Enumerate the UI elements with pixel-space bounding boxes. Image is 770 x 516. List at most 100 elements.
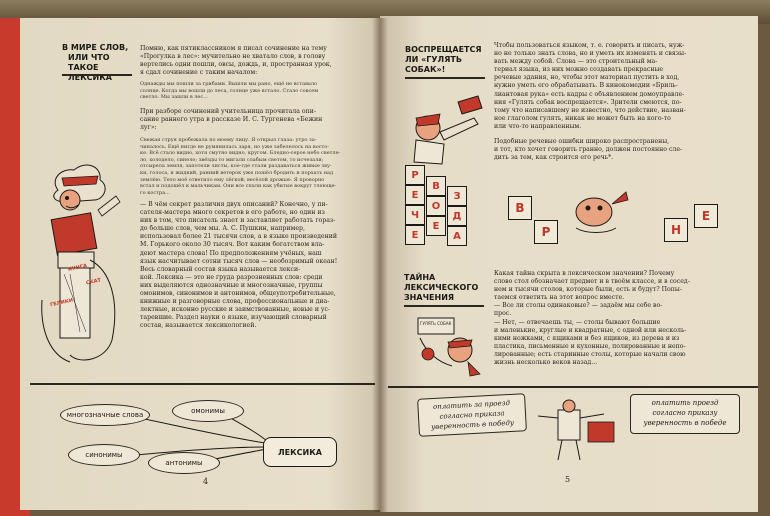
text-line: речевые здания, но, чтобы этот материал … [494, 74, 680, 82]
text-line: них в том, что писатель знает и заставля… [140, 217, 336, 225]
text-line: пластика, письменные и кухонные, полиров… [494, 342, 686, 350]
text-line: язык насчитывает сотни тысяч слов — необ… [140, 257, 338, 265]
text-line: встал и подошёл к мальчикам. Они все спа… [140, 183, 337, 190]
text-line: омонимов, синонимов и антонимов, общеупо… [140, 290, 336, 298]
text-line: Помню, как пятиклассником я писал сочине… [140, 45, 327, 52]
letter-cube: Е [694, 204, 718, 228]
text-line: ке. Всё стало видно, хотя смутно видно, … [140, 150, 341, 157]
text-line: я сдал сочинение с таким началом: [140, 69, 258, 77]
text-line: ло, холодело, синело; звёзды то мигали с… [140, 156, 324, 163]
text-line: «Прогулка в лес»: мучительно не хватало … [140, 53, 326, 61]
heading-line: ЛИ «ГУЛЯТЬ [405, 55, 462, 64]
oval-synonyms: синонимы [68, 444, 140, 466]
text-line: Чтобы пользоваться языком, т. е. говорит… [494, 42, 685, 49]
heading-underline [404, 305, 484, 307]
text-line: Однажды мы пошли за грибами. Вышли мы ра… [140, 81, 318, 87]
oval-antonyms: антонимы [148, 452, 220, 474]
man-with-sign-illustration [417, 317, 481, 377]
scroll-incorrect: оплатить за проезд согласно приказа увер… [417, 393, 527, 437]
text-line: — Все ли столы одинаковые? — задаём мы с… [494, 302, 663, 310]
text-line: землёю. Тело моё ответило ему лёгкой, ве… [140, 176, 325, 183]
text-line: вертелись одни пошли, овсы, дождь, и, пр… [140, 61, 332, 69]
letter-block: Ч [405, 205, 425, 225]
letter-block: О [426, 196, 446, 216]
letter-block: Е [405, 225, 425, 245]
letter-cube: Н [664, 218, 688, 242]
text-line: нем и тысячи столов, которые были, есть … [494, 286, 682, 294]
right-para2: Подобные речевые ошибки широко распростр… [494, 138, 682, 162]
text-line: лированные; есть старинные столы, которы… [494, 350, 686, 358]
text-line: тому что написавшему не известно, что де… [494, 106, 686, 114]
text-line: жизнь несколько веков назад... [494, 359, 598, 367]
text-line: светло. Мы зашли в лес... [140, 94, 208, 101]
text-line: Подобные речевые ошибки широко распростр… [494, 138, 670, 145]
text-line: или что-то направленным. [494, 122, 582, 130]
text-line: териал языка, из них можно создавать пре… [494, 66, 664, 74]
text-line: ния «Гулять собак воспрещается». Зрители… [494, 98, 682, 106]
text-line: лектные, исконно русские и заимствованны… [140, 306, 331, 314]
text-line: и маленькие, круглые и квадратные, с одн… [494, 326, 687, 334]
letter-cube: Р [534, 220, 558, 244]
boy-with-books-illustration [41, 164, 121, 363]
text-line: кими ножками, с ящиками и без ящиков, из… [494, 334, 680, 342]
text-line: них выделяются однозначные и многозначны… [140, 281, 323, 289]
left-para1: При разборе сочинений учительница прочит… [140, 108, 322, 132]
diagram-top-line [30, 383, 375, 385]
letter-cube: В [508, 196, 532, 220]
text-line: дить за тем, как строится его речь*. [494, 154, 614, 162]
sign-text: ГУЛЯТЬ СОБАК [420, 321, 452, 326]
right-heading2: ТАЙНА ЛЕКСИЧЕСКОГО ЗНАЧЕНИЯ [404, 273, 484, 303]
oval-homonyms: омонимы [172, 400, 244, 422]
scroll-line: согласно приказу [652, 409, 718, 417]
left-quote2: Свежая струя пробежала по моему лицу. Я … [140, 137, 340, 196]
heading-line: В МИРЕ СЛОВ, [62, 43, 129, 52]
scroll-line: оплатить проезд [651, 399, 719, 407]
men-holding-scrolls-illustration [537, 399, 615, 461]
text-line: Какая тайна скрыта в лексическом значени… [494, 270, 675, 277]
text-line: книжные и разговорные слова, профессиона… [140, 298, 330, 306]
text-line: го костра... [140, 189, 170, 196]
text-line: и тот, кто хочет говорить гранно, должен… [494, 146, 683, 154]
text-line: Свежая струя пробежала по моему лицу. Я … [140, 137, 317, 143]
left-intro: Помню, как пятиклассником я писал сочине… [140, 45, 332, 77]
text-line: чиналось. Ещё нигде не румянилась заря, … [140, 143, 329, 150]
cat-illustration [575, 191, 629, 233]
text-line: кой. Лексика — это не груда разрозненных… [140, 273, 323, 281]
page-number-left: 4 [203, 477, 209, 486]
left-quote1: Однажды мы пошли за грибами. Вышли мы ра… [140, 81, 318, 101]
text-line: — В чём секрет различия двух описаний? К… [140, 201, 328, 208]
oval-polysemous: многозначные слова [60, 404, 150, 426]
heading-line: ИЛИ ЧТО ТАКОЕ [68, 53, 110, 72]
book-gutter [372, 18, 388, 512]
text-line: деют мастера слова! По предположениям уч… [140, 249, 322, 257]
text-line: — Нет, — отвечаешь ты, — столы бывают бо… [494, 318, 661, 326]
left-heading: В МИРЕ СЛОВ, ИЛИ ЧТО ТАКОЕ ЛЕКСИКА [62, 43, 132, 83]
letter-block: З [447, 186, 467, 206]
letter-block: Е [426, 216, 446, 236]
heading-line: ЗНАЧЕНИЯ [404, 293, 455, 302]
heading-line: ТАЙНА [404, 273, 436, 282]
text-line: таемся ответить на этот вопрос вместе. [494, 294, 625, 302]
left-para2: — В чём секрет различия двух описаний? К… [140, 201, 337, 331]
text-line: вать между собой. Слова — это строительн… [494, 58, 658, 66]
text-line: но не только знать слова, но и уметь их … [494, 50, 687, 58]
letter-block: В [426, 176, 446, 196]
right-heading1: ВОСПРЕЩАЕТСЯ ЛИ «ГУЛЯТЬ СОБАК»! [405, 45, 485, 75]
text-line: сание раннего утра в рассказе И. С. Тург… [140, 116, 323, 124]
text-line: сателя-мастера много секретов в его рабо… [140, 209, 325, 217]
text-line: ное глаголом гулять, никак не может быть… [494, 114, 671, 122]
letter-block: А [447, 226, 467, 246]
text-line: таревшие. Раздел науки о языке, изучающи… [140, 314, 327, 322]
text-line: луг»: [140, 124, 157, 132]
heading-line: ЛЕКСИКА [68, 73, 112, 82]
scroll-correct: оплатить проезд согласно приказу уверенн… [630, 394, 740, 434]
text-line: использовал более 21 тысячи слов, а в яз… [140, 233, 337, 241]
text-line: Весь словарный состав языка называется л… [140, 265, 301, 273]
heading-line: ВОСПРЕЩАЕТСЯ [405, 45, 482, 54]
text-line: ки, голоса, и жидкий, ранний ветерок уже… [140, 169, 334, 176]
right-para3: Какая тайна скрыта в лексическом значени… [494, 270, 690, 367]
letter-block: Д [447, 206, 467, 226]
builder-illustration [413, 95, 483, 165]
right-para1: Чтобы пользоваться языком, т. е. говорит… [494, 42, 686, 131]
text-line: до больше слов, чем мы. А. С. Пушкин, на… [140, 225, 305, 233]
